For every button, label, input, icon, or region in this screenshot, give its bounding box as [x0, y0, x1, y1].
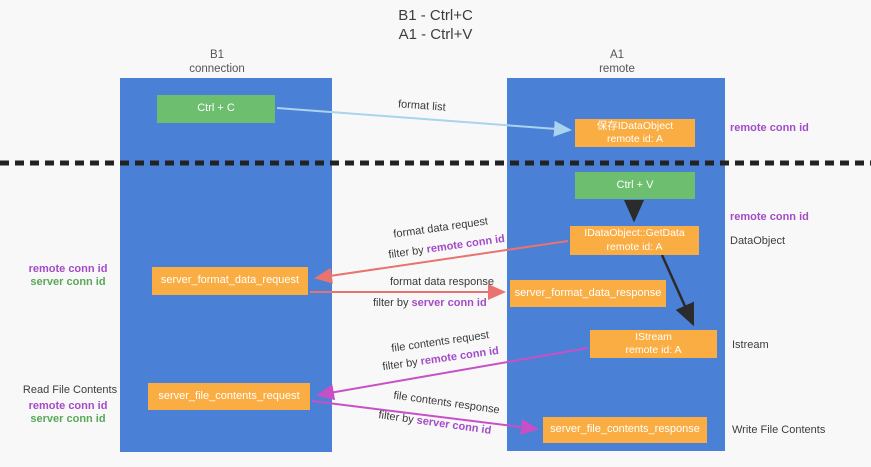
- node-ctrl-v: Ctrl + V: [575, 172, 695, 199]
- node-server-format-data-request-label: server_format_data_request: [160, 274, 300, 287]
- node-istream-line1: IStream: [635, 330, 672, 343]
- node-save-idataobject: 保存IDataObject remote id: A: [575, 119, 695, 147]
- label-remote-conn-id-left-1: remote conn id: [28, 263, 108, 275]
- node-server-file-contents-response: server_file_contents_response: [543, 417, 707, 443]
- node-server-file-contents-request-label: server_file_contents_request: [158, 389, 300, 402]
- node-ctrl-c: Ctrl + C: [157, 95, 275, 123]
- label-remote-conn-id-top-right: remote conn id: [730, 122, 809, 134]
- node-server-file-contents-response-label: server_file_contents_response: [550, 423, 700, 436]
- arrow-file-contents-request: [316, 347, 589, 401]
- label-remote-conn-id-right-2: remote conn id: [730, 211, 809, 223]
- label-write-file-contents: Write File Contents: [732, 424, 826, 436]
- node-getdata-line2: remote id: A: [606, 240, 663, 253]
- title-line-2: A1 - Ctrl+V: [398, 26, 473, 43]
- arrow-format-data-request: [314, 240, 569, 284]
- node-server-format-data-response: server_format_data_response: [510, 280, 666, 307]
- node-istream: IStream remote id: A: [590, 330, 717, 358]
- label-read-file-contents: Read File Contents: [22, 384, 118, 396]
- lane-header-a1-remote: A1 remote: [557, 48, 677, 76]
- node-server-format-data-request: server_format_data_request: [152, 267, 308, 295]
- label-istream: Istream: [732, 339, 769, 351]
- node-ctrl-c-label: Ctrl + C: [197, 102, 235, 115]
- lane-left-name: B1: [209, 49, 225, 61]
- diagram-title: B1 - Ctrl+C A1 - Ctrl+V: [0, 6, 871, 44]
- lane-left-sub: connection: [189, 63, 245, 75]
- label-server-conn-id-left-1: server conn id: [30, 276, 106, 288]
- arrow-format-list: [276, 107, 572, 137]
- lane-right-sub: remote: [599, 63, 635, 75]
- label-filter-by-server-1: filter by server conn id: [373, 297, 487, 309]
- node-server-format-data-response-label: server_format_data_response: [514, 286, 662, 299]
- arrow-file-contents-response: [311, 400, 539, 435]
- node-istream-line2: remote id: A: [625, 344, 682, 356]
- title-line-1: B1 - Ctrl+C: [398, 7, 473, 24]
- label-remote-conn-id-left-2: remote conn id: [28, 400, 108, 412]
- node-ctrl-v-label: Ctrl + V: [616, 178, 654, 191]
- lane-header-b1-connection: B1 connection: [157, 48, 277, 76]
- label-server-conn-id-left-2: server conn id: [30, 413, 106, 425]
- node-getdata-line1: IDataObject::GetData: [584, 227, 685, 240]
- node-server-file-contents-request: server_file_contents_request: [148, 383, 310, 410]
- label-dataobject: DataObject: [730, 235, 786, 247]
- arrow-getdata-to-istream: [660, 254, 695, 327]
- filter-by-id-2: server conn id: [411, 297, 487, 309]
- label-format-data-response: format data response: [390, 276, 494, 288]
- filter-by-prefix-2: filter by: [373, 297, 412, 309]
- node-save-idataobject-line1: 保存IDataObject: [596, 119, 674, 132]
- lane-right-name: A1: [609, 49, 625, 61]
- node-save-idataobject-line2: remote id: A: [606, 133, 664, 145]
- node-idataobject-getdata: IDataObject::GetData remote id: A: [570, 226, 699, 255]
